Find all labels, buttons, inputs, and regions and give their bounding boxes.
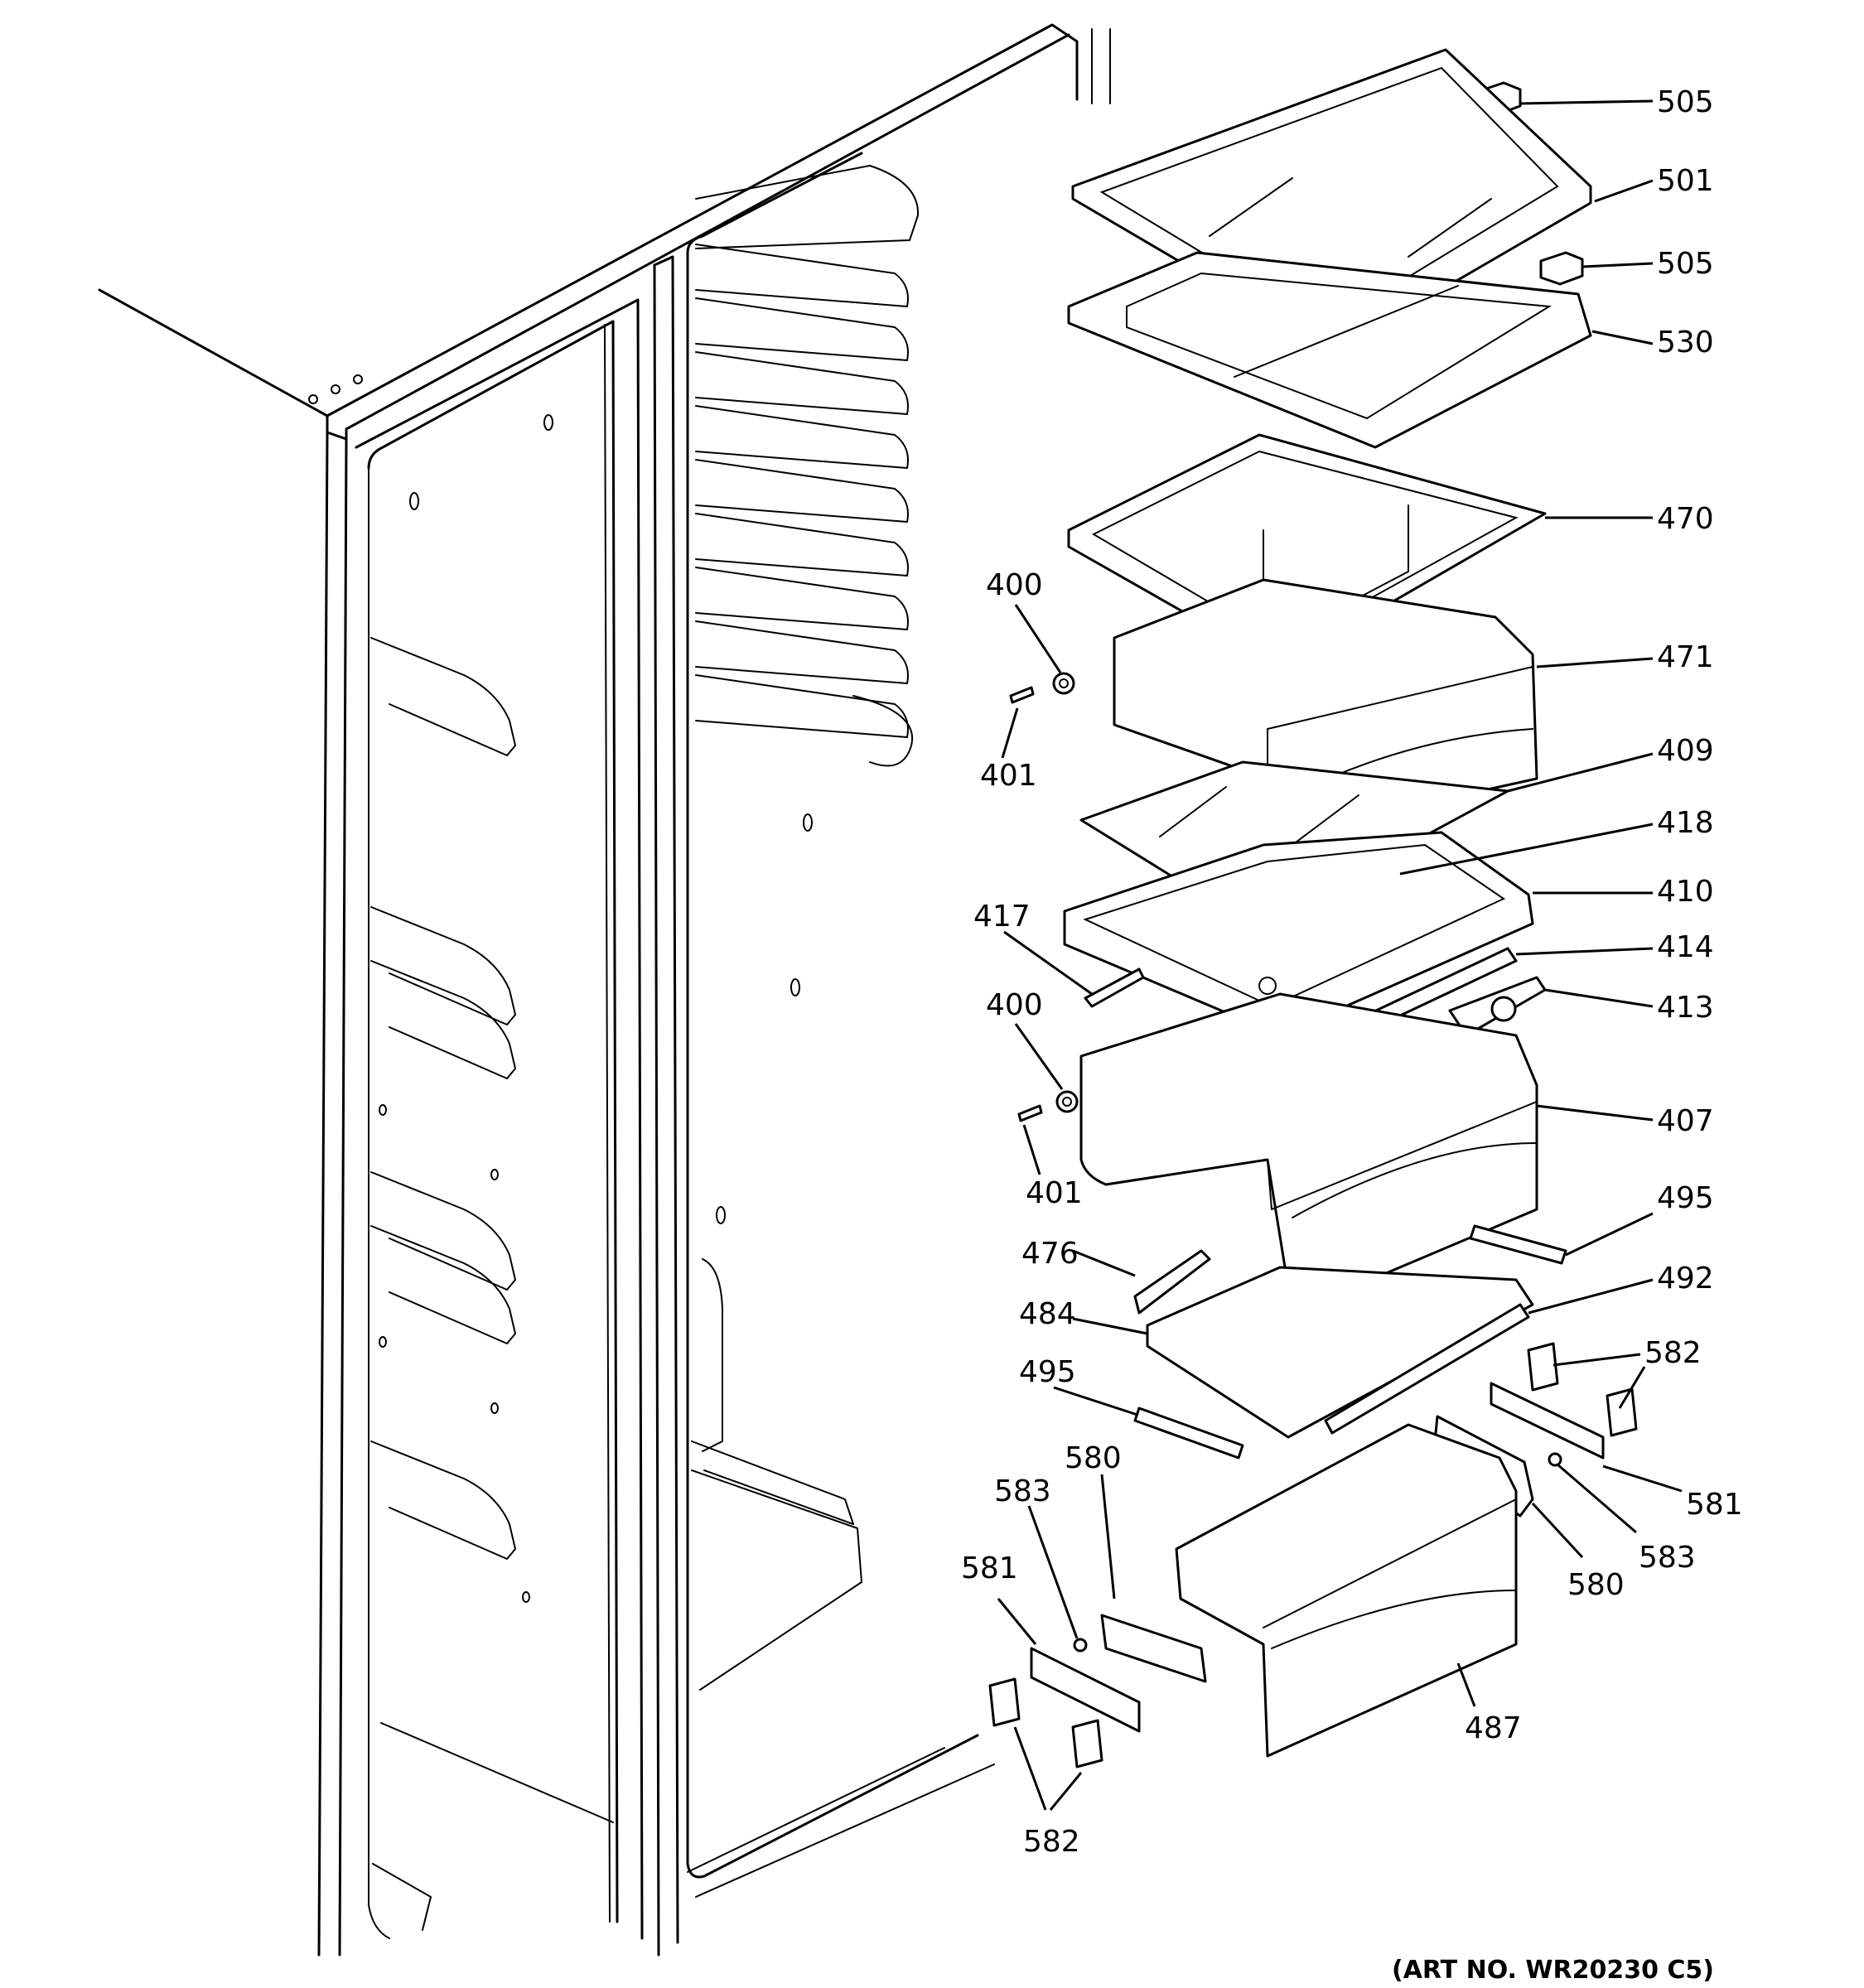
slide-bracket-left — [1073, 1614, 1207, 1683]
meat-pan-drawer — [1175, 1423, 1518, 1758]
crisper-drawer — [1079, 992, 1538, 1315]
label-583-left: 583 — [994, 1474, 1051, 1508]
label-580-left: 580 — [1065, 1441, 1122, 1475]
label-400-lower: 400 — [986, 988, 1043, 1022]
art-number: (ART NO. WR20230 C5) — [1392, 1956, 1714, 1985]
pan-slide-rail-left — [1133, 1407, 1244, 1460]
leader-lines — [997, 99, 1683, 1811]
label-487: 487 — [1465, 1711, 1522, 1745]
label-583-right: 583 — [1639, 1541, 1696, 1575]
label-414: 414 — [1657, 930, 1714, 964]
refrigerator-cabinet — [98, 23, 1111, 1957]
label-470: 470 — [1657, 502, 1714, 536]
pan-slide-rail-right — [1469, 1224, 1567, 1265]
shelf-clip-middle — [1539, 251, 1584, 286]
label-471: 471 — [1657, 640, 1714, 674]
slide-clip-pair-left — [988, 1677, 1103, 1768]
label-476: 476 — [1021, 1237, 1079, 1271]
label-417: 417 — [973, 900, 1031, 934]
label-582-right: 582 — [1644, 1336, 1702, 1370]
label-484: 484 — [1019, 1297, 1076, 1331]
label-413: 413 — [1657, 991, 1714, 1025]
label-495-left: 495 — [1019, 1355, 1076, 1389]
label-492: 492 — [1657, 1262, 1714, 1296]
label-407: 407 — [1657, 1104, 1714, 1138]
label-580-right: 580 — [1567, 1568, 1625, 1602]
meat-pan-cover — [1146, 1266, 1534, 1439]
label-409: 409 — [1657, 734, 1714, 768]
label-401-upper: 401 — [980, 759, 1037, 793]
roller-and-screw-upper — [1009, 672, 1075, 704]
slide-clip-pair-right — [1527, 1342, 1638, 1437]
label-400-upper: 400 — [986, 568, 1043, 602]
label-582-left: 582 — [1023, 1825, 1080, 1859]
pan-slide-right — [1490, 1382, 1605, 1460]
label-501: 501 — [1657, 164, 1714, 198]
label-418: 418 — [1657, 806, 1714, 840]
label-505-middle: 505 — [1657, 247, 1714, 281]
roller-and-screw-lower — [1017, 1090, 1079, 1122]
callout-labels: 505 501 505 530 470 471 409 418 410 414 … — [961, 85, 1743, 1859]
crisper-slide-rail — [1084, 967, 1145, 1008]
label-495-right: 495 — [1657, 1181, 1714, 1215]
split-glass-shelf — [1067, 251, 1592, 449]
pan-slide-left — [1030, 1647, 1141, 1733]
label-410: 410 — [1657, 875, 1714, 909]
crisper-cover-frame — [1063, 831, 1534, 1037]
label-401-lower: 401 — [1026, 1176, 1083, 1210]
label-581-right: 581 — [1686, 1488, 1743, 1522]
pan-cover-trim — [1324, 1303, 1530, 1435]
label-581-left: 581 — [961, 1551, 1018, 1585]
label-505-top: 505 — [1657, 85, 1714, 119]
deli-drawer — [1113, 578, 1538, 834]
label-530: 530 — [1657, 326, 1714, 359]
pan-support-rail — [1133, 1249, 1211, 1315]
